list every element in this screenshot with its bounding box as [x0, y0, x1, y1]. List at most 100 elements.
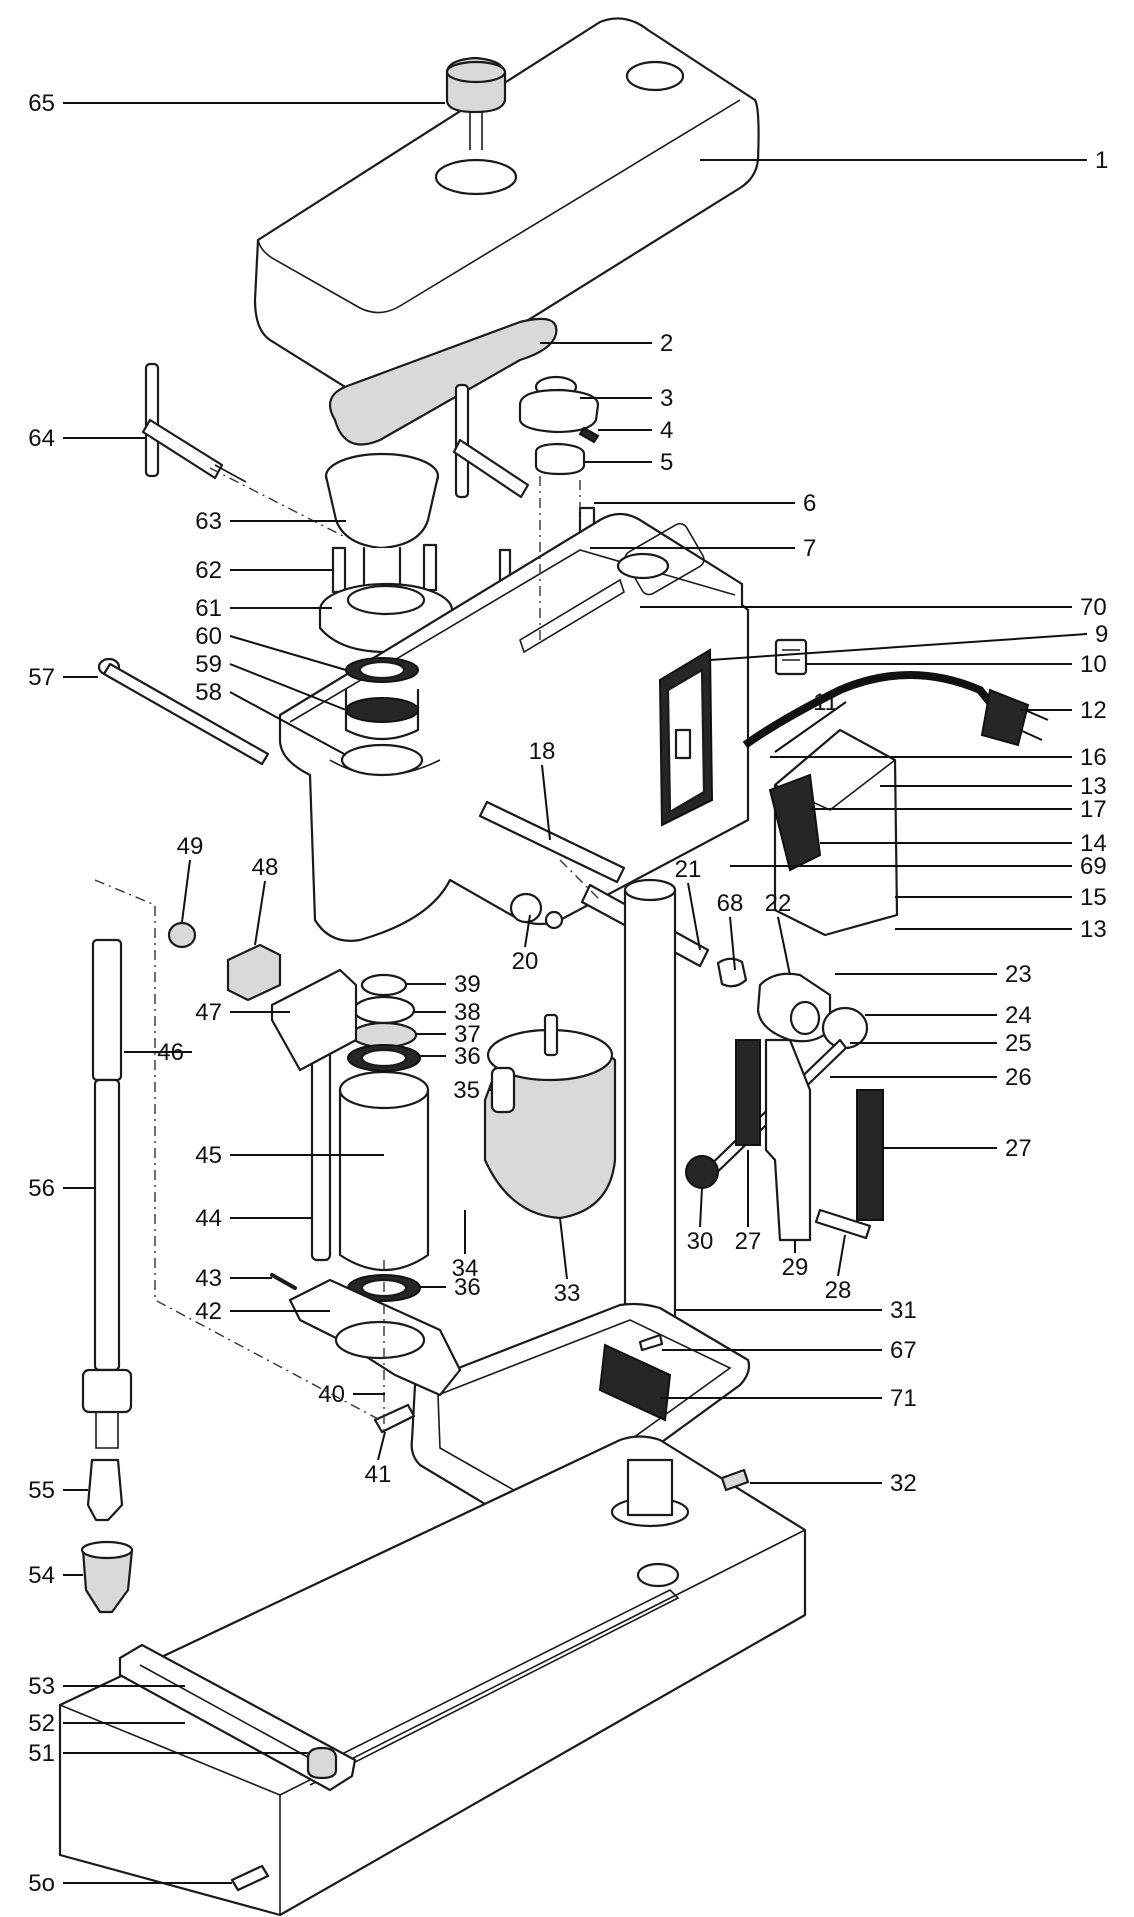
callout-2: 2 [540, 330, 673, 357]
part-spindle-pulley [324, 452, 440, 597]
part-chuck [80, 1540, 134, 1614]
part-screw-20 [544, 910, 564, 930]
callout-35: 35 [453, 1077, 492, 1104]
callout-4: 4 [598, 417, 673, 444]
callout-37: 37 [416, 1021, 481, 1048]
part-number-label: 61 [195, 595, 222, 622]
leader-line [181, 859, 191, 923]
callout-44: 44 [195, 1205, 312, 1232]
part-number-label: 49 [177, 833, 204, 860]
callout-9: 9 [709, 621, 1108, 661]
callout-71: 71 [660, 1385, 917, 1412]
leader-line [229, 691, 347, 756]
part-quill [338, 1070, 430, 1271]
callout-43: 43 [195, 1265, 272, 1292]
part-spring-left [735, 1039, 761, 1146]
callout-56: 56 [28, 1175, 95, 1202]
part-depth-stop [167, 921, 358, 1072]
callout-24: 24 [865, 1002, 1032, 1029]
part-number-label: 32 [890, 1470, 917, 1497]
callout-11: 11 [774, 689, 847, 753]
callout-16: 16 [770, 744, 1107, 771]
part-number-label: 5o [28, 1870, 55, 1897]
leader-line [541, 764, 551, 841]
callout-33: 33 [554, 1217, 580, 1307]
callout-3: 3 [580, 385, 673, 412]
part-number-label: 40 [318, 1381, 345, 1408]
part-number-label: 63 [195, 508, 222, 535]
part-number-label: 67 [890, 1337, 917, 1364]
part-clamp-knob [306, 1746, 338, 1780]
callout-22: 22 [765, 890, 792, 976]
part-number-label: 36 [454, 1274, 481, 1301]
callout-25: 25 [850, 1030, 1032, 1057]
callout-14: 14 [820, 830, 1107, 857]
callout-31: 31 [675, 1297, 917, 1324]
part-number-label: 31 [890, 1297, 917, 1324]
part-guide-rod [310, 1038, 332, 1262]
part-number-label: 52 [28, 1710, 55, 1737]
leader-line [254, 880, 266, 946]
part-number-label: 14 [1080, 830, 1107, 857]
leader-line [774, 701, 847, 753]
part-switch-panel [658, 648, 714, 827]
part-number-label: 53 [28, 1673, 55, 1700]
part-pin [814, 1208, 872, 1240]
leader-line [559, 1217, 568, 1280]
callout-28: 28 [825, 1234, 851, 1304]
part-number-label: 23 [1005, 961, 1032, 988]
callout-63: 63 [195, 508, 346, 535]
callout-5: 5 [584, 449, 673, 476]
part-t-wrench [141, 362, 247, 483]
part-knob [445, 56, 507, 150]
callout-18: 18 [529, 738, 555, 841]
part-number-label: 22 [765, 890, 792, 917]
callout-20: 20 [512, 914, 538, 975]
part-number-label: 13 [1080, 773, 1107, 800]
part-number-label: 48 [252, 854, 279, 881]
callout-32: 32 [750, 1470, 917, 1497]
callout-59: 59 [195, 651, 347, 711]
part-number-label: 71 [890, 1385, 917, 1412]
part-number-label: 64 [28, 425, 55, 452]
callout-51: 51 [28, 1740, 308, 1767]
callout-41: 41 [365, 1431, 391, 1488]
part-number-label: 46 [157, 1039, 184, 1066]
part-number-label: 16 [1080, 744, 1107, 771]
part-power-cord [742, 671, 1049, 749]
part-bushing [716, 957, 748, 988]
part-number-label: 6 [803, 490, 816, 517]
callout-13b: 13 [895, 916, 1107, 943]
part-bushing-20 [509, 892, 543, 924]
part-base [58, 1435, 807, 1917]
callout-10: 10 [806, 651, 1107, 678]
assembly-lines [94, 467, 601, 1430]
part-head-casting [278, 512, 750, 942]
part-number-label: 3 [660, 385, 673, 412]
leader-line [229, 635, 347, 671]
part-number-label: 29 [782, 1254, 809, 1281]
leader-line [837, 1234, 846, 1277]
part-long-rod [97, 657, 270, 766]
part-number-label: 47 [195, 999, 222, 1026]
callout-26: 26 [830, 1064, 1032, 1091]
leader-line [377, 1431, 386, 1461]
part-cord-clip [774, 638, 808, 676]
callout-1: 1 [700, 147, 1108, 174]
callout-70: 70 [640, 594, 1107, 621]
callout-54: 54 [28, 1562, 83, 1589]
part-quill-bracket [288, 1278, 462, 1397]
part-number-label: 60 [195, 623, 222, 650]
part-number-label: 9 [1095, 621, 1108, 648]
callout-38: 38 [414, 999, 481, 1026]
leader-line [777, 916, 791, 976]
callout-58: 58 [195, 679, 347, 756]
part-number-label: 36 [454, 1043, 481, 1070]
part-number-label: 42 [195, 1298, 222, 1325]
callout-53: 53 [28, 1673, 185, 1700]
callout-50: 5o [28, 1870, 232, 1897]
part-number-label: 1 [1095, 147, 1108, 174]
leader-line [524, 914, 531, 948]
part-number-label: 45 [195, 1142, 222, 1169]
part-number-label: 65 [28, 90, 55, 117]
